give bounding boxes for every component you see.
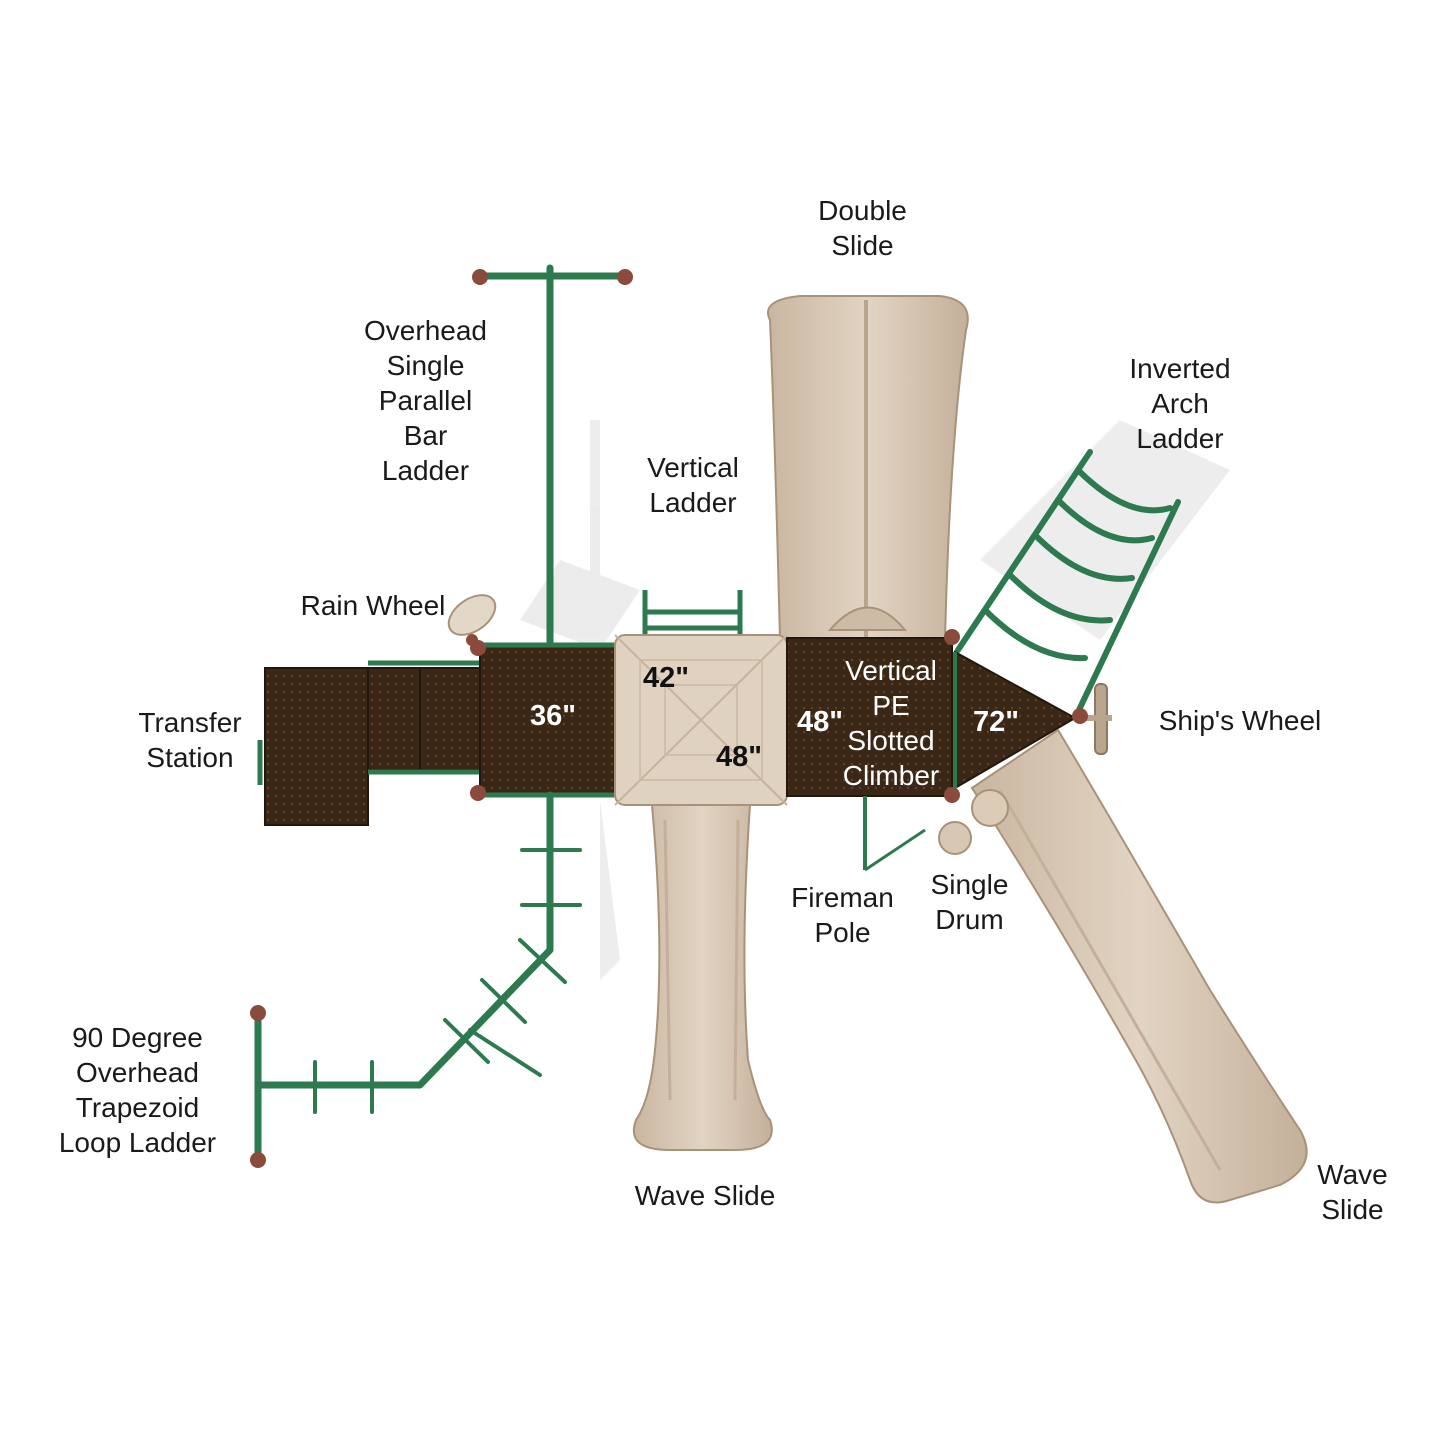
loop-ladder-rungs (313, 848, 582, 1114)
deck-48-shape (786, 637, 953, 797)
deck-height-36: 36" (530, 700, 577, 732)
post-cap (472, 269, 488, 285)
deck-height-42: 42" (643, 662, 690, 694)
single-drum-shape (938, 789, 1009, 855)
wave-slide-center-shape (632, 804, 773, 1151)
deck-height-48: 48" (797, 706, 844, 738)
post-caps (250, 629, 1088, 1168)
roof-shape (614, 634, 788, 806)
label-rain-wheel: Rain Wheel (300, 590, 446, 621)
deck-height-48-roof: 48" (716, 741, 763, 773)
vertical-ladder-shape (642, 590, 743, 640)
post-cap (617, 269, 633, 285)
double-slide-shape (767, 295, 969, 641)
deck-height-72: 72" (973, 706, 1020, 738)
overhead-parallel-bar-ladder (476, 264, 629, 659)
transfer-station-shape (257, 660, 481, 826)
label-ships-wheel: Ship's Wheel (1158, 705, 1322, 736)
inverted-arch-ladder-shape (955, 449, 1181, 715)
label-wave-slide-center: Wave Slide (634, 1180, 776, 1211)
loop-ladder-shape (254, 791, 554, 1164)
wave-slide-right-shape (970, 728, 1308, 1204)
